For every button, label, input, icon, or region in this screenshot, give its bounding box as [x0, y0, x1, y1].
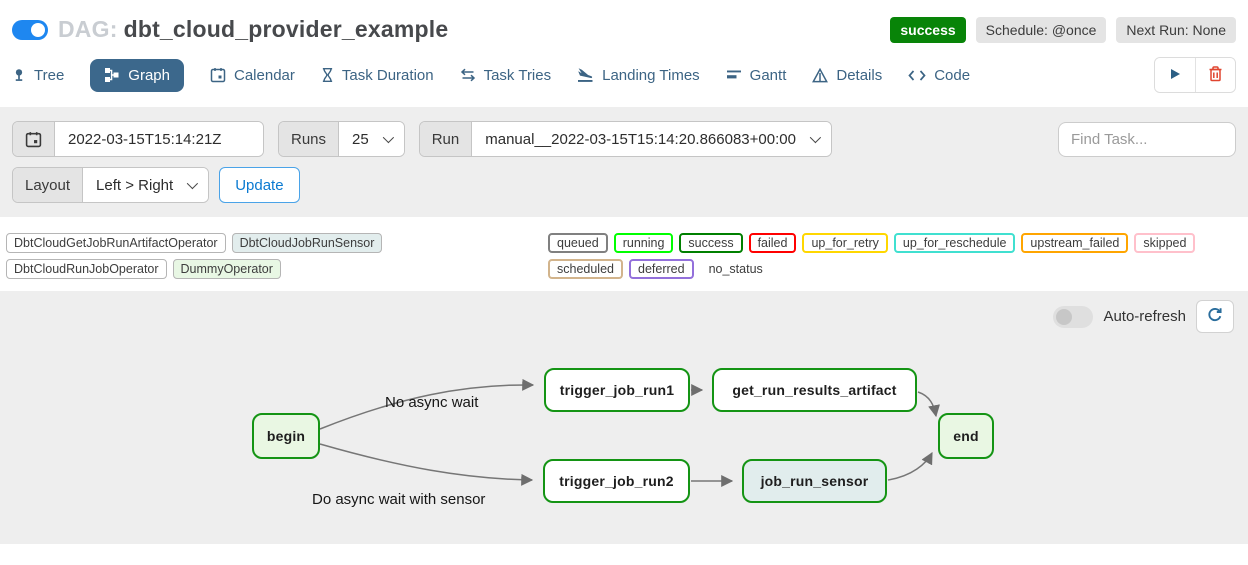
- base-date-group: [12, 121, 264, 157]
- tab-graph[interactable]: Graph: [90, 58, 184, 92]
- repeat-icon: [460, 68, 476, 82]
- find-task-input[interactable]: [1058, 121, 1236, 157]
- calendar-addon-icon[interactable]: [13, 122, 55, 156]
- edge-label: No async wait: [385, 394, 479, 411]
- run-select[interactable]: manual__2022-03-15T15:14:20.866083+00:00: [472, 122, 831, 156]
- gantt-icon: [726, 69, 742, 82]
- tab-label: Gantt: [749, 66, 787, 84]
- tab-task-duration[interactable]: Task Duration: [321, 59, 434, 92]
- task-node-get_run_results_artifact[interactable]: get_run_results_artifact: [712, 368, 917, 412]
- runs-select[interactable]: 25: [339, 122, 404, 156]
- task-node-end[interactable]: end: [938, 413, 994, 459]
- dag-pause-toggle[interactable]: [12, 19, 48, 40]
- trigger-dag-button[interactable]: [1155, 58, 1195, 92]
- auto-refresh-toggle[interactable]: [1053, 305, 1094, 328]
- calendar-icon: [210, 67, 226, 83]
- task-node-begin[interactable]: begin: [252, 413, 320, 459]
- state-badge-running: running: [613, 233, 674, 253]
- code-icon: [908, 69, 926, 82]
- dag-action-group: [1154, 57, 1236, 93]
- next-run-badge: Next Run: None: [1116, 16, 1236, 43]
- run-label: Run: [419, 122, 473, 156]
- tab-details[interactable]: Details: [812, 59, 882, 92]
- layout-label: Layout: [13, 168, 84, 202]
- tab-label: Code: [934, 66, 971, 84]
- graph-edges: [319, 378, 940, 487]
- chevron-down-icon: [382, 131, 394, 144]
- state-badge-deferred: deferred: [629, 259, 694, 279]
- state-badge-upstream_failed: upstream_failed: [1021, 233, 1129, 253]
- trash-icon: [1208, 65, 1223, 85]
- operator-badge: DummyOperator: [172, 259, 281, 279]
- landing-icon: [577, 67, 594, 83]
- view-tabbar: Tree Graph Calendar Task Duration Task Tries…: [0, 57, 1248, 93]
- tab-label: Details: [836, 66, 883, 84]
- edge-job_run_sensor-to-end: [887, 451, 933, 481]
- edge-label: Do async wait with sensor: [312, 491, 486, 508]
- page-title: DAG:dbt_cloud_provider_example: [58, 16, 448, 43]
- tab-tree[interactable]: Tree: [12, 59, 64, 92]
- status-badge: success: [890, 16, 966, 43]
- tab-code[interactable]: Code: [908, 59, 970, 92]
- tab-gantt[interactable]: Gantt: [726, 59, 787, 92]
- refresh-button[interactable]: [1196, 300, 1234, 333]
- tab-landing-times[interactable]: Landing Times: [577, 59, 700, 92]
- operator-badge: DbtCloudRunJobOperator: [6, 259, 167, 279]
- chevron-down-icon: [186, 177, 199, 190]
- tab-label: Task Duration: [341, 66, 434, 84]
- operator-badge: DbtCloudJobRunSensor: [231, 233, 383, 253]
- auto-refresh-label: Auto-refresh: [1103, 308, 1186, 325]
- hourglass-icon: [321, 67, 334, 83]
- edge-get_run_results_artifact-to-end: [917, 391, 940, 418]
- task-node-trigger_job_run1[interactable]: trigger_job_run1: [544, 368, 690, 412]
- dag-header: DAG:dbt_cloud_provider_example success S…: [0, 0, 1248, 43]
- runs-label: Runs: [279, 122, 340, 156]
- state-badge-up_for_retry: up_for_retry: [802, 233, 888, 253]
- state-badge-up_for_reschedule: up_for_reschedule: [893, 233, 1016, 253]
- task-node-job_run_sensor[interactable]: job_run_sensor: [742, 459, 887, 503]
- tab-label: Calendar: [234, 66, 295, 84]
- edge-begin-to-trigger_job_run2: [319, 443, 534, 486]
- edge-begin-to-trigger_job_run1: [319, 378, 535, 430]
- schedule-badge: Schedule: @once: [975, 16, 1107, 43]
- tab-task-tries[interactable]: Task Tries: [460, 59, 552, 92]
- state-badge-scheduled: scheduled: [548, 259, 623, 279]
- tree-icon: [12, 67, 26, 83]
- base-date-input[interactable]: [55, 122, 263, 156]
- tab-label: Tree: [34, 66, 65, 84]
- state-badge-no_status: no_status: [699, 259, 772, 279]
- layout-select[interactable]: Left > Right: [83, 168, 209, 202]
- update-button[interactable]: Update: [219, 167, 300, 203]
- delete-dag-button[interactable]: [1195, 58, 1235, 92]
- play-icon: [1168, 67, 1182, 84]
- filter-panel: Runs 25 Run manual__2022-03-15T15:14:20.…: [0, 107, 1248, 217]
- tab-calendar[interactable]: Calendar: [210, 59, 295, 92]
- tab-label: Task Tries: [483, 66, 552, 84]
- runs-group: Runs 25: [278, 121, 405, 157]
- dag-name: dbt_cloud_provider_example: [123, 16, 449, 42]
- chevron-down-icon: [809, 131, 822, 144]
- task-node-trigger_job_run2[interactable]: trigger_job_run2: [543, 459, 690, 503]
- state-badge-success: success: [679, 233, 743, 253]
- details-icon: [812, 67, 829, 83]
- state-badge-failed: failed: [748, 233, 797, 253]
- state-badge-skipped: skipped: [1134, 233, 1196, 253]
- state-badge-queued: queued: [548, 233, 608, 253]
- tab-label: Landing Times: [602, 66, 700, 84]
- refresh-icon: [1207, 307, 1223, 326]
- layout-group: Layout Left > Right: [12, 167, 210, 203]
- run-group: Run manual__2022-03-15T15:14:20.866083+0…: [418, 121, 832, 157]
- dag-label: DAG:: [58, 16, 118, 42]
- tab-label: Graph: [128, 66, 170, 84]
- dag-graph-panel: begin trigger_job_run1 get_run_results_art…: [0, 291, 1248, 544]
- operator-badge: DbtCloudGetJobRunArtifactOperator: [6, 233, 226, 253]
- graph-icon: [104, 67, 120, 83]
